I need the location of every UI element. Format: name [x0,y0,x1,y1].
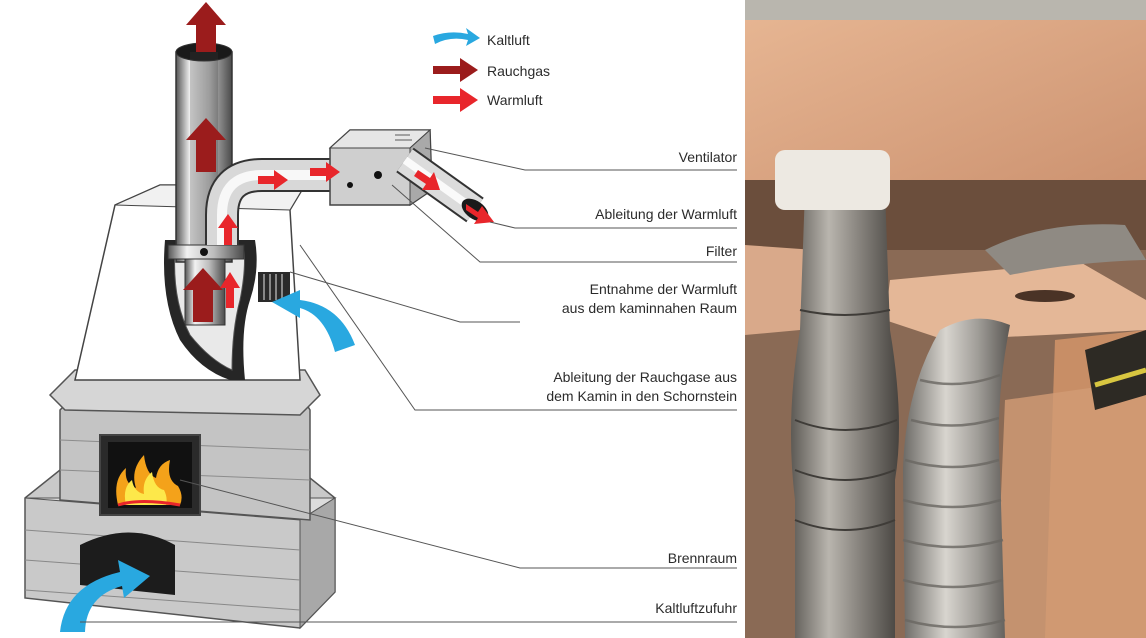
warm-air-duct [205,158,332,245]
label-flue-outlet-2: dem Kamin in den Schornstein [546,388,737,404]
flue-gas-arrows [183,2,226,322]
flue-gas-arrow-icon [433,58,478,82]
label-combustion-chamber: Brennraum [668,550,737,566]
flexible-foil-duct-upper [985,224,1146,275]
warm-air-arrows [218,162,494,308]
leader-lines [80,147,737,623]
legend-warm-air: Warmluft [487,92,543,108]
label-warm-air-intake-1: Entnahme der Warmluft [590,281,737,297]
arrow-right-icon [414,170,440,190]
fireplace-ventilation-diagram: Kaltluft Rauchgas Warmluft Ventilator Ab… [24,2,737,632]
label-filter: Filter [706,243,737,259]
arrow-up-icon [220,272,240,308]
cold-air-arrow-icon [433,28,480,46]
wooden-board [885,262,1146,340]
diagram-labels: Ventilator Ableitung der Warmluft Filter… [546,149,737,616]
label-flue-outlet-1: Ableitung der Rauchgase aus [553,369,737,385]
cable [1085,330,1146,410]
curved-arrow-icon [272,290,355,352]
arrow-right-icon [466,204,494,224]
flame-icon [116,455,182,507]
wooden-board [745,245,815,335]
warm-air-arrow-icon [433,88,478,112]
arrow-up-icon [186,2,226,52]
steel-flue-pipe [775,150,899,638]
arrow-up-icon [183,268,223,322]
legend-flue-gas: Rauchgas [487,63,550,79]
duct-photo [745,0,1146,638]
fireplace-body [48,369,321,521]
warm-air-outlet-pipe [396,147,489,223]
arrow-right-icon [258,170,288,190]
label-fan: Ventilator [679,149,738,165]
flexible-foil-duct [902,318,1010,638]
label-cold-air-supply: Kaltluftzufuhr [655,600,737,616]
cold-air-arrows [60,290,355,632]
arrow-up-icon [186,118,226,172]
curved-arrow-icon [60,560,150,632]
arrow-right-icon [310,162,340,182]
air-intake-grille [258,272,290,302]
insulation-sleeve [775,150,890,210]
label-warm-air-intake-2: aus dem kaminnahen Raum [562,300,737,316]
legend: Kaltluft Rauchgas Warmluft [433,28,550,112]
label-warm-air-outlet: Ableitung der Warmluft [595,206,737,222]
arrow-up-icon [218,214,238,245]
legend-cold-air: Kaltluft [487,32,530,48]
